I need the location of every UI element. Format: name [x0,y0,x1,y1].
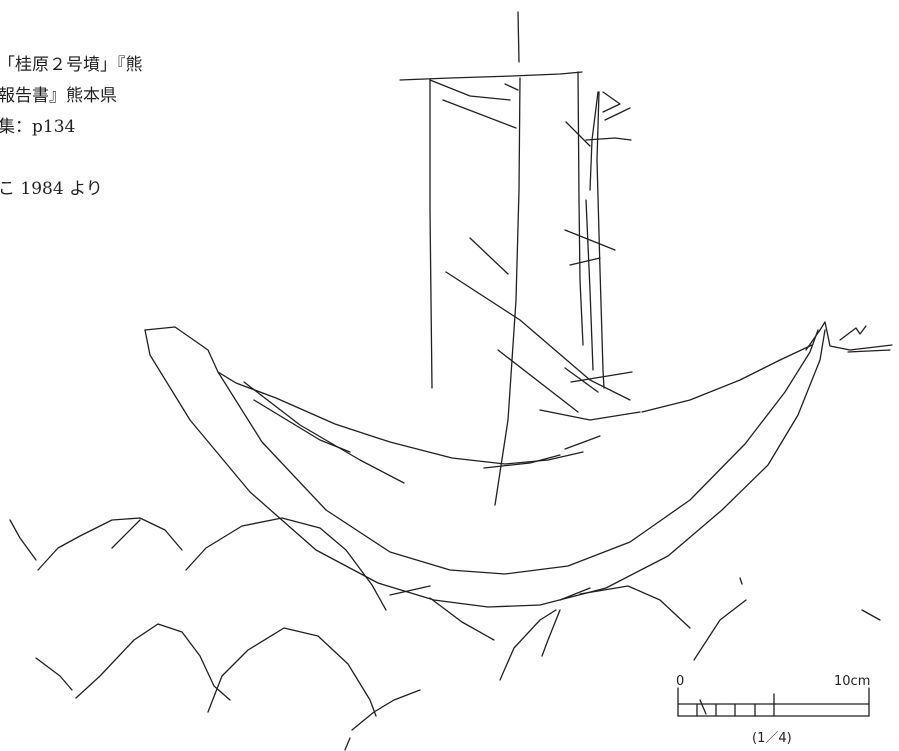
scale-start-label: 0 [676,674,684,689]
scale-end-label: 10cm [834,674,870,689]
waves [9,517,881,751]
caption-line-1: 「桂原２号墳」『熊 [0,55,143,75]
caption-line-3: 集：p134 [0,117,76,137]
source-caption: 「桂原２号墳」『熊 報告書』熊本県 集：p134 こ 1984 より [0,50,143,205]
hull [144,321,893,608]
mast [517,11,520,63]
scale-ratio-label: (1／4) [752,731,792,746]
caption-line-5: こ 1984 より [0,179,103,199]
scale-bar: 0 10cm (1／4) [676,674,870,746]
caption-line-2: 報告書』熊本県 [0,86,117,106]
sail [399,71,633,506]
